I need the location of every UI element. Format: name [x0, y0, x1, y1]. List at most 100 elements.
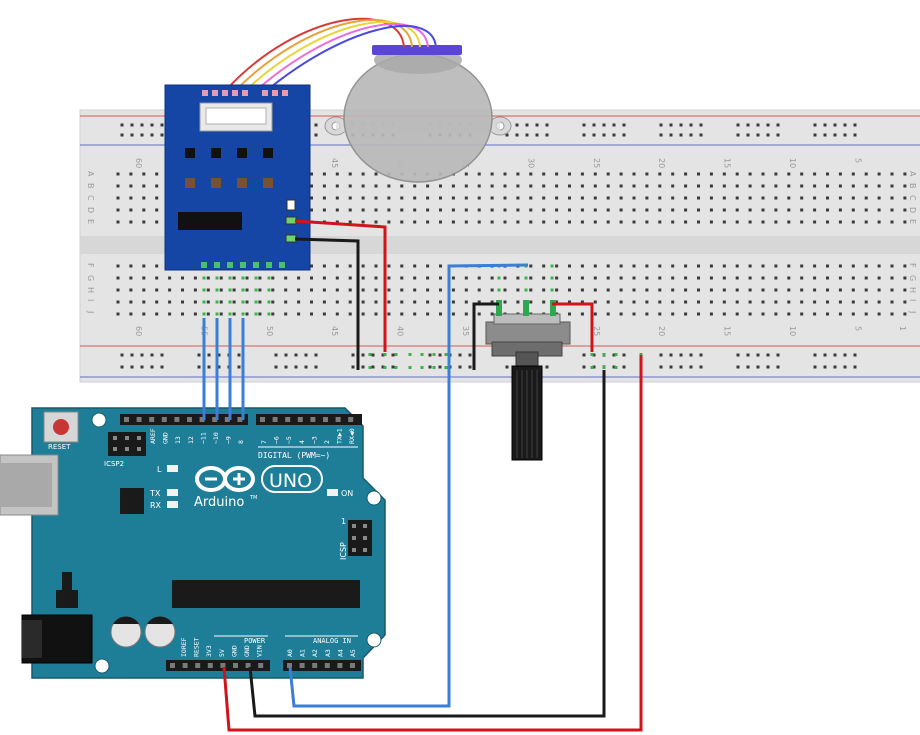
- analog-in-label: ANALOG IN: [313, 637, 351, 645]
- rail-hole: [756, 365, 760, 369]
- analog-pin-label: A1: [299, 649, 307, 657]
- breadboard-hole: [761, 288, 765, 292]
- driver-pin: [253, 262, 259, 268]
- breadboard-hole: [477, 184, 481, 188]
- digital-pin-label: 2: [323, 440, 331, 444]
- breadboard-hole: [671, 300, 675, 304]
- breadboard-hole: [580, 312, 584, 316]
- breadboard-hole: [116, 208, 120, 212]
- digital-pin-label: 12: [187, 436, 195, 444]
- breadboard-hole: [322, 184, 326, 188]
- breadboard-hole: [826, 172, 829, 176]
- breadboard-hole: [735, 208, 739, 212]
- rail-hole: [823, 365, 827, 369]
- breadboard-hole: [658, 312, 662, 316]
- rail-hole: [689, 133, 693, 137]
- breadboard-hole: [335, 276, 339, 280]
- rail-hole: [736, 133, 740, 137]
- breadboard-hole: [851, 288, 855, 292]
- connected-hole: [383, 366, 387, 369]
- row-letter: E: [908, 219, 917, 224]
- header-pin: [335, 417, 341, 422]
- breadboard-hole: [426, 276, 430, 280]
- connected-hole: [420, 366, 424, 369]
- breadboard-hole: [245, 276, 249, 280]
- breadboard-hole: [671, 264, 675, 268]
- rail-hole: [746, 123, 750, 127]
- rail-hole: [622, 353, 626, 357]
- rail-hole: [217, 365, 221, 369]
- driver-pin: [279, 262, 285, 268]
- breadboard-hole: [335, 312, 339, 316]
- breadboard-hole: [439, 264, 442, 268]
- breadboard-hole: [619, 288, 623, 292]
- row-letter: H: [908, 287, 917, 293]
- rail-hole: [582, 133, 586, 137]
- header-pin: [297, 417, 303, 422]
- breadboard-hole: [477, 220, 481, 224]
- breadboard-hole: [838, 196, 842, 200]
- breadboard-hole: [709, 208, 713, 212]
- digital-pin-label: ~5: [285, 436, 293, 444]
- breadboard-hole: [800, 220, 804, 224]
- breadboard-hole: [774, 312, 778, 316]
- breadboard-hole: [709, 300, 713, 304]
- header-pin: [245, 663, 251, 668]
- rail-hole: [314, 353, 318, 357]
- breadboard-hole: [606, 172, 610, 176]
- breadboard-hole: [658, 220, 662, 224]
- digital-pin-label: ~6: [273, 436, 281, 444]
- row-letter: A: [86, 171, 95, 177]
- rail-hole: [160, 123, 164, 127]
- driver-led: [211, 148, 221, 158]
- breadboard-hole: [477, 208, 481, 212]
- breadboard-hole: [632, 264, 636, 268]
- breadboard-hole: [671, 184, 675, 188]
- breadboard-hole: [542, 208, 546, 212]
- rail-hole: [314, 365, 318, 369]
- breadboard-hole: [529, 288, 533, 292]
- rail-hole: [699, 365, 703, 369]
- connected-hole: [254, 288, 258, 292]
- breadboard-hole: [619, 300, 623, 304]
- breadboard-hole: [335, 264, 339, 268]
- rail-hole: [602, 123, 606, 127]
- breadboard-hole: [516, 196, 520, 200]
- breadboard-hole: [361, 196, 365, 200]
- breadboard-hole: [735, 288, 739, 292]
- breadboard-hole: [155, 264, 159, 268]
- rail-hole: [766, 365, 770, 369]
- rail-hole: [505, 365, 509, 369]
- header-pin: [260, 417, 265, 422]
- connected-hole: [383, 353, 387, 356]
- column-number-top: 45: [330, 158, 339, 168]
- breadboard-hole: [258, 312, 262, 316]
- rail-hole: [612, 353, 616, 357]
- column-number-bottom: 20: [657, 326, 666, 336]
- breadboard-hole: [426, 196, 430, 200]
- power-pin-label: 3V3: [205, 645, 213, 657]
- row-letter: A: [908, 171, 917, 177]
- breadboard-hole: [439, 196, 442, 200]
- wire-gnd-arduino: [248, 370, 606, 718]
- breadboard-hole: [271, 288, 275, 292]
- breadboard-hole: [219, 288, 223, 292]
- breadboard-hole: [374, 264, 378, 268]
- breadboard-hole: [890, 172, 894, 176]
- breadboard-hole: [877, 196, 881, 200]
- analog-pin-label: A4: [336, 649, 344, 657]
- rail-hole: [679, 365, 683, 369]
- breadboard-hole: [826, 312, 829, 316]
- digital-label: DIGITAL (PWM=~): [258, 451, 330, 460]
- power-pin-label: GND: [243, 645, 251, 657]
- rail-hole: [746, 133, 750, 137]
- breadboard-hole: [800, 312, 804, 316]
- breadboard-hole: [826, 264, 829, 268]
- rail-hole: [525, 133, 529, 137]
- column-number-top: 5: [853, 158, 862, 163]
- breadboard-hole: [129, 264, 133, 268]
- breadboard-hole: [813, 172, 817, 176]
- breadboard-hole: [155, 208, 159, 212]
- rail-hole: [535, 123, 539, 127]
- rail-hole: [515, 133, 519, 137]
